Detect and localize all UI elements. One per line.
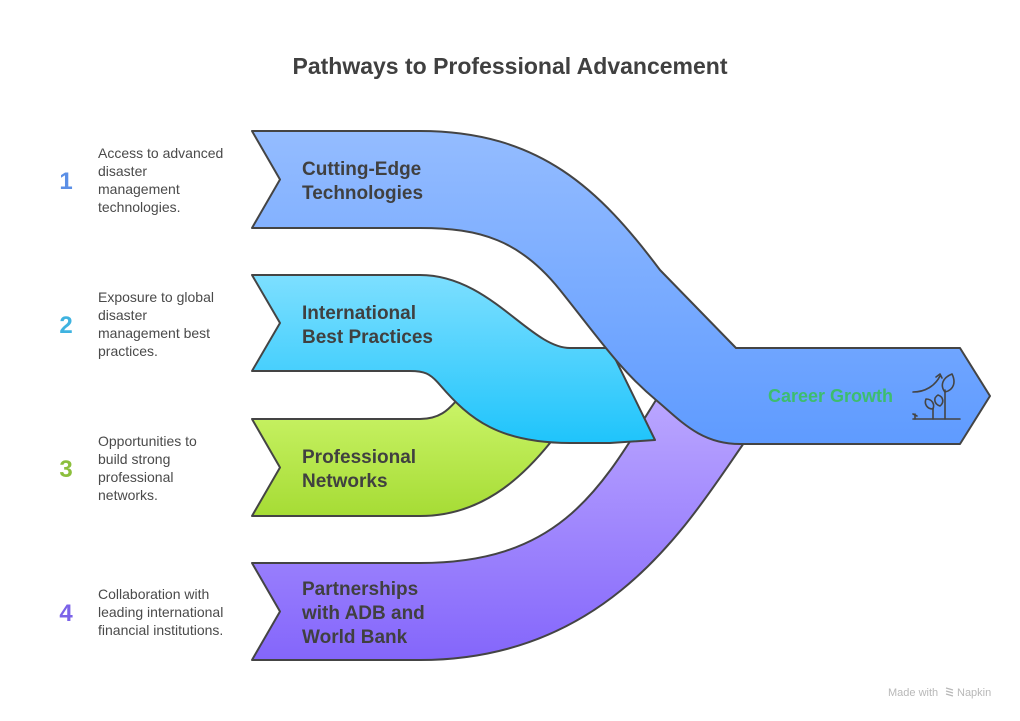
item-1: 1 Access to advanced disaster management…: [59, 145, 223, 215]
credit-brand: Napkin: [957, 687, 991, 699]
band-label-4-line-3: World Bank: [302, 627, 408, 648]
step-description-1-line-4: technologies.: [98, 199, 181, 215]
plant-growth-icon: [912, 373, 961, 420]
credit-prefix: Made with: [888, 687, 938, 699]
napkin-logo-icon: [945, 687, 954, 697]
band-label-3-line-2: Networks: [302, 471, 388, 492]
step-number-3: 3: [59, 456, 72, 483]
step-description-2-line-2: disaster: [98, 307, 147, 323]
step-description-3-line-3: professional: [98, 469, 174, 485]
napkin-credit: Made with Napkin: [888, 687, 991, 699]
step-number-1: 1: [59, 168, 72, 195]
band-label-1-line-1: Cutting-Edge: [302, 159, 421, 180]
step-description-1-line-1: Access to advanced: [98, 145, 223, 161]
outcome-label: Career Growth: [768, 386, 893, 406]
item-2: 2 Exposure to global disaster management…: [59, 289, 214, 359]
step-description-4-line-1: Collaboration with: [98, 586, 209, 602]
step-description-1-line-3: management: [98, 181, 180, 197]
band-label-4-line-1: Partnerships: [302, 579, 418, 600]
step-description-2-line-1: Exposure to global: [98, 289, 214, 305]
band-partnerships: [251, 399, 747, 661]
band-professional-networks: [251, 394, 551, 517]
diagram-title: Pathways to Professional Advancement: [292, 53, 727, 79]
step-description-2-line-4: practices.: [98, 343, 158, 359]
step-number-4: 4: [59, 600, 73, 627]
band-international-best-practices: [251, 274, 656, 444]
step-description-3-line-1: Opportunities to: [98, 433, 197, 449]
item-3: 3 Opportunities to build strong professi…: [59, 433, 197, 503]
band-cutting-edge-technologies: [251, 130, 991, 445]
band-label-3-line-1: Professional: [302, 447, 416, 468]
band-label-2-line-2: Best Practices: [302, 327, 433, 348]
step-number-2: 2: [59, 312, 72, 339]
step-description-3-line-2: build strong: [98, 451, 170, 467]
step-description-4-line-2: leading international: [98, 604, 223, 620]
band-label-2-line-1: International: [302, 303, 416, 324]
band-label-1-line-2: Technologies: [302, 183, 423, 204]
step-description-4-line-3: financial institutions.: [98, 622, 223, 638]
step-description-1-line-2: disaster: [98, 163, 147, 179]
step-description-2-line-3: management best: [98, 325, 210, 341]
step-description-3-line-4: networks.: [98, 487, 158, 503]
band-label-4-line-2: with ADB and: [301, 603, 425, 624]
item-4: 4 Collaboration with leading internation…: [59, 586, 223, 638]
